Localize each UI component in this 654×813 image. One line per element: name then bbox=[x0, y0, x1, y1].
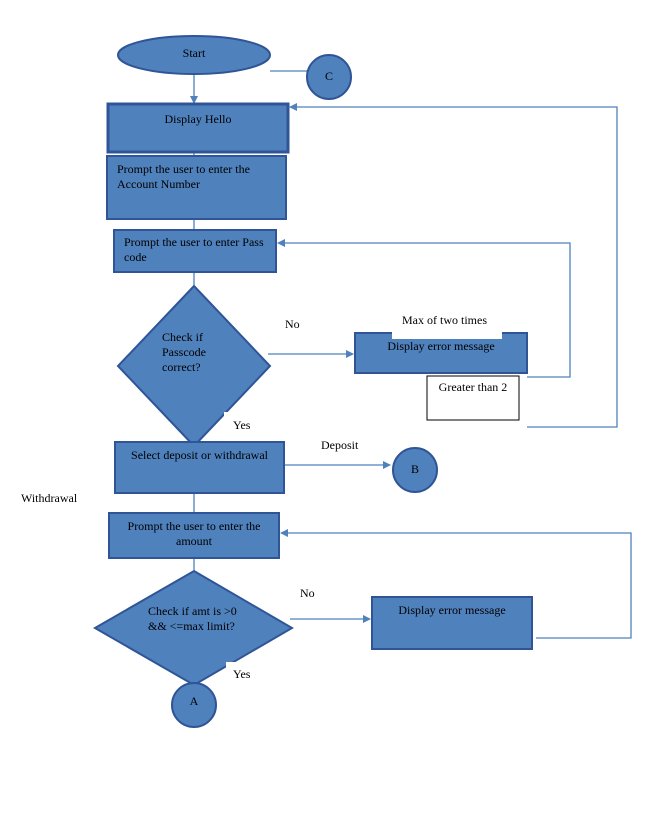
connector-b-label: B bbox=[410, 462, 419, 476]
display-hello-label: Display Hello bbox=[164, 112, 232, 126]
greater-than-box bbox=[426, 375, 520, 421]
start-terminal bbox=[117, 35, 271, 75]
start-label: Start bbox=[182, 46, 206, 60]
yes-label-2: Yes bbox=[233, 667, 251, 681]
connector-a bbox=[171, 682, 217, 728]
yes-label-bg-2 bbox=[226, 662, 254, 682]
max-two-times-label: Max of two times bbox=[402, 313, 487, 327]
deposit-label: Deposit bbox=[321, 438, 359, 452]
connector-c bbox=[306, 54, 352, 100]
prompt-passcode-label: Prompt the user to enter Pass code bbox=[124, 235, 264, 264]
check-amount-label: Check if amt is >0 && <=max limit? bbox=[148, 604, 237, 633]
no-label-1: No bbox=[285, 317, 300, 331]
connector-b bbox=[392, 447, 438, 493]
prompt-account-box bbox=[106, 155, 287, 220]
select-deposit-box bbox=[114, 441, 285, 494]
connector-lines bbox=[190, 70, 632, 682]
display-error-label-1: Display error message bbox=[387, 339, 495, 353]
no-label-2: No bbox=[300, 586, 315, 600]
yes-label-bg-1 bbox=[224, 412, 252, 432]
prompt-account-label: Prompt the user to enter the Account Num… bbox=[117, 162, 250, 191]
select-deposit-label: Select deposit or withdrawal bbox=[131, 448, 268, 462]
prompt-amount-label: Prompt the user to enter the amount bbox=[127, 519, 261, 548]
display-hello-box bbox=[106, 102, 290, 154]
withdrawal-label: Withdrawal bbox=[21, 491, 78, 505]
prompt-amount-box bbox=[108, 512, 280, 559]
connector-c-label: C bbox=[324, 69, 333, 83]
display-error-label-2: Display error message bbox=[398, 603, 506, 617]
yes-label-1: Yes bbox=[233, 418, 251, 432]
connector-a-label: A bbox=[189, 694, 199, 708]
display-error-box-2 bbox=[371, 596, 533, 650]
max-label-bg bbox=[392, 326, 502, 339]
prompt-passcode-box bbox=[113, 229, 277, 273]
check-passcode-label: Check if Passcode correct? bbox=[162, 330, 206, 374]
greater-than-label: Greater than 2 bbox=[438, 380, 508, 394]
display-error-box-1 bbox=[354, 332, 528, 374]
